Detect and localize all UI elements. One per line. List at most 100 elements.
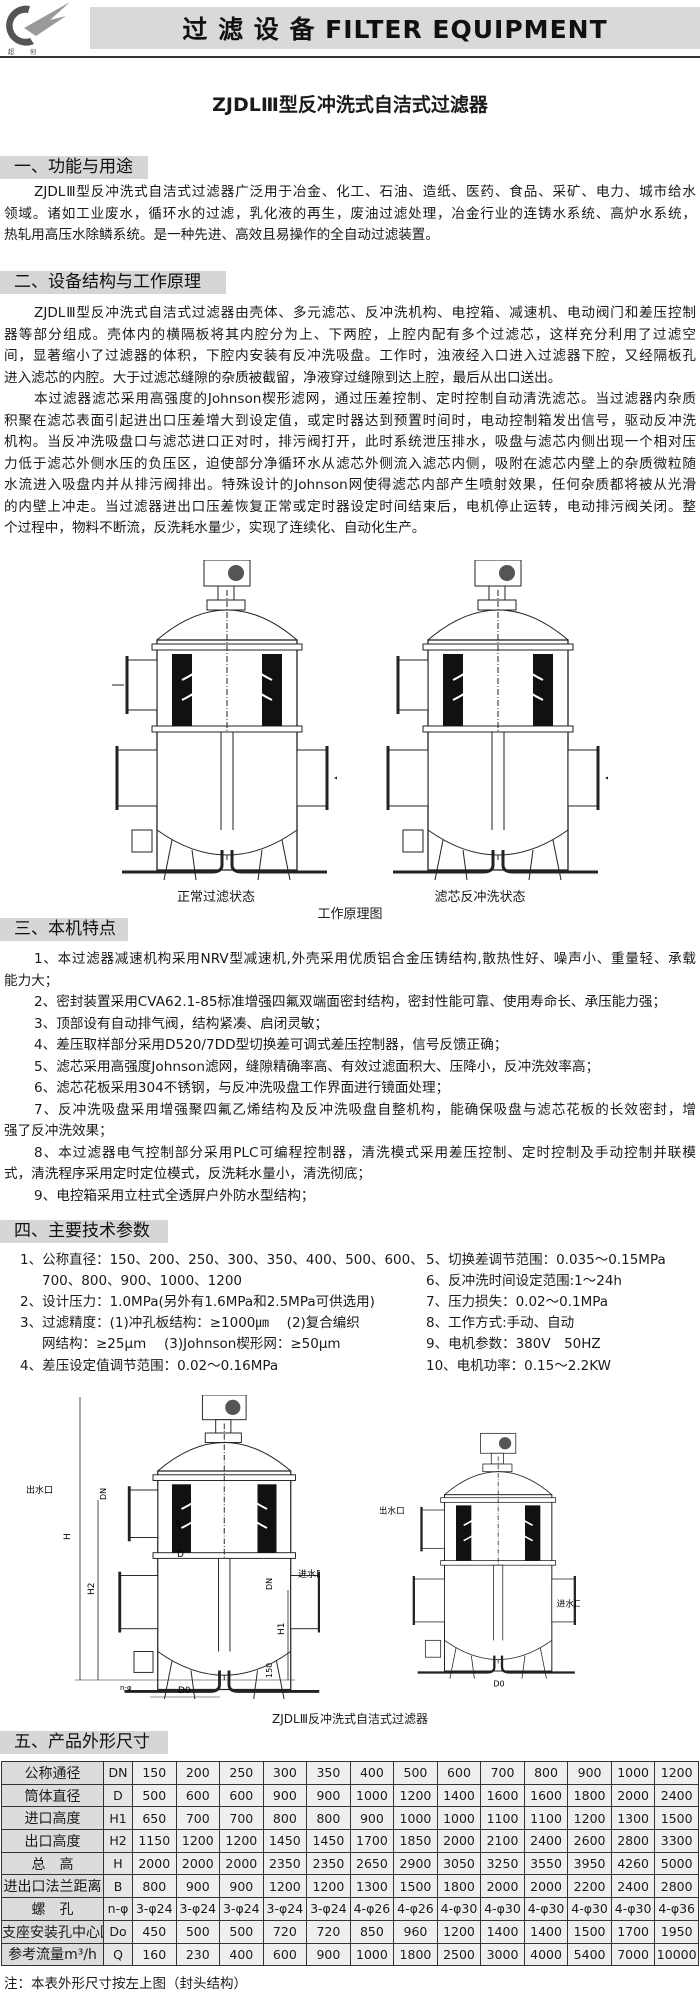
table-cell: 2800: [654, 1874, 699, 1899]
table-cell: 1000: [393, 1806, 438, 1831]
inlet-label-small: 进水口: [557, 1598, 580, 1610]
table-cell: 450: [132, 1919, 177, 1944]
page-title: ZJDLⅢ型反冲洗式自洁式过滤器: [212, 94, 488, 116]
table-cell: 1100: [480, 1806, 525, 1831]
text-line: 器等部分组成。壳体内的横隔板将其内腔分为上、下两腔，上腔内配有多个过滤芯，这样充…: [4, 326, 696, 343]
table-cell: 5000: [654, 1851, 699, 1876]
table-cell: 1000: [610, 1761, 656, 1785]
row-symbol: B: [103, 1874, 133, 1899]
table-cell: 3-φ24: [219, 1897, 264, 1921]
table-cell: 200: [175, 1761, 221, 1785]
table-cell: 720: [306, 1919, 351, 1944]
table-cell: 1400: [480, 1919, 525, 1944]
table-cell: 4-φ26: [349, 1897, 395, 1921]
table-cell: 600: [219, 1783, 264, 1808]
table-cell: 800: [262, 1806, 308, 1831]
table-cell: 1950: [654, 1919, 699, 1944]
table-cell: 2200: [567, 1874, 612, 1899]
table-cell: 1000: [349, 1783, 395, 1808]
table-cell: 2650: [349, 1851, 395, 1876]
spec-item: 10、电机功率：0.15～2.2KW: [426, 1358, 611, 1374]
table-cell: 2000: [219, 1851, 264, 1876]
table-cell: 4260: [610, 1851, 656, 1876]
features-list: 1、本过滤器减速机构采用NRV型减速机,外壳采用优质铝合金压铸结构,散热性好、噪…: [4, 949, 696, 1207]
table-cell: 2000: [436, 1829, 482, 1853]
text-line: 5、滤芯采用高强度Johnson滤网，缝隙精确率高、有效过滤面积大、压降小，反冲…: [34, 1058, 600, 1075]
table-cell: 300: [262, 1761, 308, 1785]
table-cell: 1200: [306, 1874, 351, 1899]
table-cell: 3300: [654, 1829, 699, 1853]
table-cell: 1150: [132, 1829, 177, 1853]
table-cell: 2000: [480, 1874, 525, 1899]
table-cell: 1800: [393, 1942, 438, 1967]
table-cell: 1450: [262, 1829, 308, 1853]
table-cell: 3000: [480, 1942, 525, 1967]
spec-item: 1、公称直径：150、200、250、300、350、400、500、600、: [20, 1252, 424, 1268]
table-cell: 1200: [262, 1874, 308, 1899]
table-cell: 4-φ30: [610, 1897, 656, 1921]
text-line: 水流进入吸盘内并从排污阀排出。特殊设计的Johnson网使得滤芯内部产生喷射效果…: [4, 477, 696, 493]
row-label: 出口高度: [1, 1829, 104, 1853]
text-line: 3、顶部设有自动排气阀，结构紧凑、启闭灵敏；: [34, 1015, 329, 1032]
dim-n-phi: n-φ: [120, 1684, 132, 1692]
table-cell: 4-φ30: [567, 1897, 612, 1921]
section-heading-function: 一、功能与用途: [0, 156, 148, 179]
table-cell: 600: [262, 1942, 308, 1967]
table-cell: 800: [306, 1806, 351, 1831]
table-cell: 2000: [175, 1851, 221, 1876]
row-label: 总 高: [1, 1851, 104, 1876]
table-cell: 900: [306, 1942, 351, 1967]
table-cell: 1500: [393, 1874, 438, 1899]
table-cell: 900: [219, 1874, 264, 1899]
table-cell: 2350: [306, 1851, 351, 1876]
outlet-label: 出水口: [26, 1484, 53, 1496]
spec-item: 4、差压设定值调节范围：0.02～0.16MPa: [20, 1358, 279, 1374]
dimension-drawing-large: H H2 H1 150 DN DN B D D0 n-φ 出水口 进水口: [26, 1395, 320, 1701]
table-cell: 700: [219, 1806, 264, 1831]
table-cell: 4-φ30: [523, 1897, 569, 1921]
table-cell: 800: [132, 1874, 177, 1899]
spec-item: 6、反冲洗时间设定范围:1～24h: [426, 1273, 622, 1289]
dimension-drawing-small: 出水口 进水口 D0: [380, 1432, 580, 1689]
dim-b: B: [175, 1520, 181, 1530]
spec-item: 3、过滤精度：(1)冲孔板结构：≥1000㎛ (2)复合编织: [20, 1315, 360, 1331]
table-cell: 2000: [523, 1874, 569, 1899]
dim-h: H: [63, 1533, 73, 1540]
spec-item: 5、切换差调节范围：0.035～0.15MPa: [426, 1252, 666, 1268]
table-cell: 900: [567, 1761, 612, 1785]
section-heading-features: 三、本机特点: [0, 918, 128, 941]
inlet-label: 进水口: [298, 1568, 320, 1580]
table-cell: 150: [132, 1761, 177, 1785]
normal-state-caption: 正常过滤状态: [176, 890, 255, 905]
spec-item: 9、电机参数：380V 50HZ: [426, 1336, 601, 1352]
text-line: 间，显著缩小了过滤器的体积，下腔内安装有反冲洗吸盘。工作时，浊液经入口进入过滤器…: [4, 348, 696, 364]
row-symbol: H1: [103, 1806, 133, 1831]
table-cell: 3950: [567, 1851, 612, 1876]
table-cell: 960: [393, 1919, 438, 1944]
row-symbol: n-φ: [103, 1897, 133, 1921]
table-cell: 2000: [132, 1851, 177, 1876]
dim-d: D: [177, 1550, 184, 1560]
table-cell: 1000: [349, 1942, 395, 1967]
row-symbol: DN: [103, 1761, 133, 1785]
row-symbol: Do: [103, 1919, 133, 1944]
row-label: 进口高度: [1, 1806, 104, 1831]
table-cell: 1700: [610, 1919, 656, 1944]
table-cell: 3250: [480, 1851, 525, 1876]
table-cell: 230: [175, 1942, 221, 1967]
text-line: 8、本过滤器电气控制部分采用PLC可编程控制器，清洗模式采用差压控制、定时控制及…: [34, 1144, 696, 1161]
table-cell: 1200: [436, 1919, 482, 1944]
dim-d0: D0: [178, 1686, 191, 1696]
table-note: 注：本表外形尺寸按左上图（封头结构）: [4, 1976, 247, 1992]
table-cell: 500: [132, 1783, 177, 1808]
table-cell: 2000: [610, 1783, 656, 1808]
table-cell: 1800: [567, 1783, 612, 1808]
table-cell: 1600: [480, 1783, 525, 1808]
text-line: 机构。当反冲洗吸盘口与滤芯进口正对时，排污阀打开，此时系统泄压排水，吸盘与滤芯内…: [4, 434, 696, 450]
